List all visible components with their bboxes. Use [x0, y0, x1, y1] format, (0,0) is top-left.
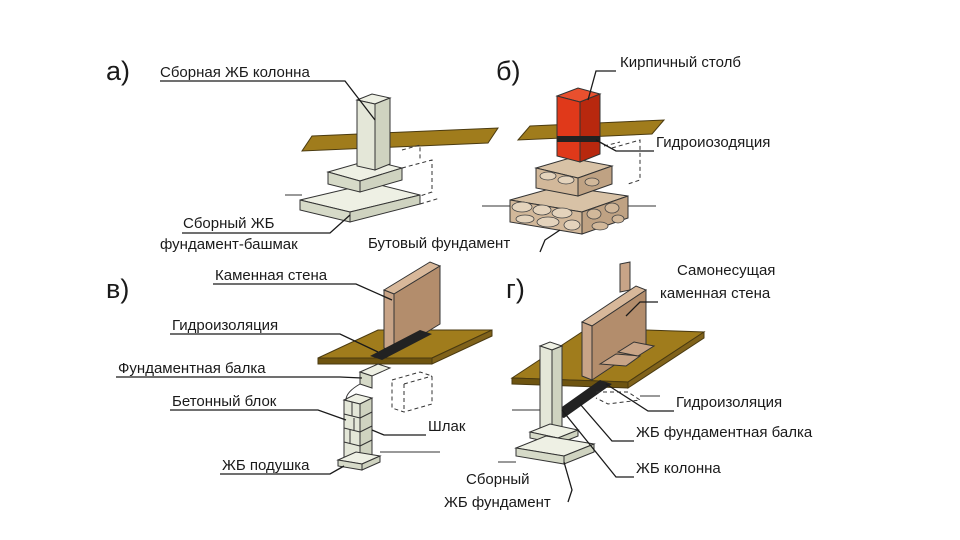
panel-g-waterproof-label: Гидроизоляция — [676, 394, 782, 411]
panel-v-stone-wall — [370, 261, 442, 360]
panel-g-foundation-label-1: Сборный — [466, 471, 530, 488]
panel-b-waterproofing-layer — [557, 136, 600, 142]
panel-a-footing-label-1: Сборный ЖБ — [183, 215, 275, 232]
panel-b-pillar-label: Кирпичный столб — [620, 54, 741, 71]
panel-g-letter: г) — [506, 274, 525, 304]
panel-b-rubble-foundation — [509, 157, 629, 235]
panel-b-rubble-label: Бутовый фундамент — [368, 235, 510, 252]
panel-a-letter: а) — [106, 56, 130, 86]
panel-a-footing-label-2: фундамент-башмак — [160, 236, 298, 253]
panel-g-column — [538, 341, 564, 433]
panel-b-waterproof-label: Гидроиозодяция — [656, 134, 770, 151]
panel-v-waterproofing-layer — [370, 330, 432, 360]
panel-g-wall-label-1: Самонесущая — [677, 262, 775, 279]
panel-a-ground-slab — [301, 127, 499, 152]
panel-v-waterproof-label: Гидроизоляция — [172, 317, 278, 334]
panel-g-column-label: ЖБ колонна — [636, 460, 721, 477]
panel-a-footing — [299, 159, 421, 223]
panel-b: б) — [368, 54, 770, 253]
panel-a-column — [355, 93, 392, 171]
panel-b-letter: б) — [496, 56, 520, 86]
panel-v-slag-label: Шлак — [428, 418, 466, 435]
panel-a-column-label: Сборная ЖБ колонна — [160, 64, 310, 81]
panel-v-wall-label: Каменная стена — [215, 267, 328, 284]
panel-v-beam-label: Фундаментная балка — [118, 360, 266, 377]
panel-g-wall-label-2: каменная стена — [660, 285, 771, 302]
panel-g-footing — [514, 423, 596, 465]
panel-a: а) Сборная ЖБ колонна Сборный ЖБ — [106, 56, 499, 253]
panel-v-block-label: Бетонный блок — [172, 393, 277, 410]
panel-v-concrete-blocks — [342, 383, 374, 463]
panel-v-concrete-pad — [336, 451, 382, 471]
panel-a-hidden-outline — [401, 144, 441, 205]
panel-v-pad-label: ЖБ подушка — [222, 457, 310, 474]
panel-v-letter: в) — [106, 274, 129, 304]
panel-v: в) — [106, 261, 493, 475]
panel-g: г) — [444, 261, 813, 511]
panel-g-waterproofing-layer — [552, 380, 612, 418]
panel-v-slag — [391, 371, 433, 413]
panel-b-brick-pillar — [555, 87, 602, 163]
panel-g-beam-label: ЖБ фундаментная балка — [636, 424, 813, 441]
panel-g-stone-wall — [552, 261, 656, 418]
panel-g-foundation-label-2: ЖБ фундамент — [444, 494, 551, 511]
